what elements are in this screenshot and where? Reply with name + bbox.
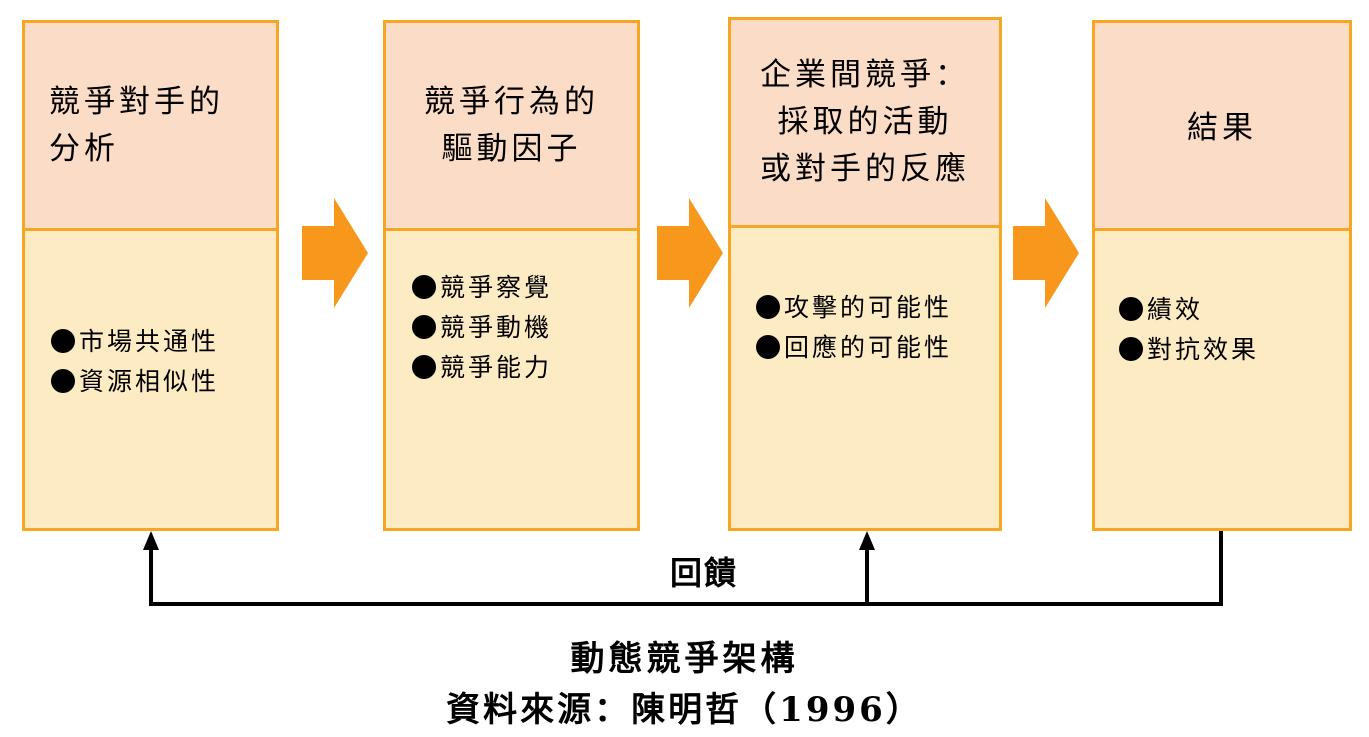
bullet-icon: [756, 335, 780, 359]
box-title: 競爭對手的 分析: [49, 83, 224, 167]
arrow-up-icon: [143, 531, 159, 550]
box-body: 攻擊的可能性 回應的可能性: [731, 228, 999, 528]
box-interfirm-rivalry: 企業間競爭： 採取的活動 或對手的反應 攻擊的可能性 回應的可能性: [728, 17, 1002, 531]
list-item: 對抗效果: [1119, 330, 1259, 370]
bullet-icon: [51, 328, 75, 353]
box-title: 結果: [1187, 110, 1257, 146]
box-outcomes: 結果 績效 對抗效果: [1092, 20, 1352, 531]
box-header: 競爭對手的 分析: [25, 23, 276, 231]
box-behavior-drivers: 競爭行為的 驅動因子 競爭察覺 競爭動機 競爭能力: [383, 20, 640, 531]
list-item: 資源相似性: [51, 362, 219, 402]
box-title: 企業間競爭： 採取的活動 或對手的反應: [760, 57, 970, 187]
bullet-icon: [1119, 296, 1143, 321]
list-item: 競爭察覺: [412, 268, 552, 308]
item-list: 攻擊的可能性 回應的可能性: [756, 288, 952, 368]
bullet-icon: [1119, 336, 1143, 361]
source-note: 資料來源：陳明哲（1996）: [446, 690, 923, 730]
arrow-right-shape: [302, 198, 368, 308]
feedback-label: 回饋: [669, 554, 738, 592]
list-item: 績效: [1119, 290, 1259, 330]
arrow-right-icon: [1013, 198, 1079, 308]
arrow-right-icon: [657, 198, 723, 308]
feedback-line: [149, 531, 1223, 606]
list-item: 回應的可能性: [756, 328, 952, 368]
bullet-icon: [412, 354, 436, 379]
bullet-icon: [412, 274, 436, 299]
list-item: 市場共通性: [51, 322, 219, 362]
item-list: 績效 對抗效果: [1119, 290, 1259, 370]
box-header: 結果: [1095, 23, 1349, 231]
box-header: 競爭行為的 驅動因子: [386, 23, 637, 231]
box-body: 績效 對抗效果: [1095, 231, 1349, 528]
box-title: 競爭行為的 驅動因子: [424, 83, 599, 167]
arrow-right-shape: [657, 198, 723, 308]
bullet-icon: [51, 368, 75, 393]
box-body: 競爭察覺 競爭動機 競爭能力: [386, 231, 637, 528]
list-item: 競爭能力: [412, 348, 552, 388]
bullet-icon: [756, 295, 780, 319]
arrow-right-shape: [1013, 198, 1079, 308]
box-header: 企業間競爭： 採取的活動 或對手的反應: [731, 20, 999, 228]
list-item: 攻擊的可能性: [756, 288, 952, 328]
box-body: 市場共通性 資源相似性: [25, 231, 276, 528]
item-list: 市場共通性 資源相似性: [51, 322, 219, 402]
diagram-title: 動態競爭架構: [570, 639, 799, 679]
arrow-up-icon: [859, 531, 875, 550]
box-competitor-analysis: 競爭對手的 分析 市場共通性 資源相似性: [22, 20, 279, 531]
item-list: 競爭察覺 競爭動機 競爭能力: [412, 268, 552, 388]
arrow-right-icon: [302, 198, 368, 308]
bullet-icon: [412, 314, 436, 339]
list-item: 競爭動機: [412, 308, 552, 348]
